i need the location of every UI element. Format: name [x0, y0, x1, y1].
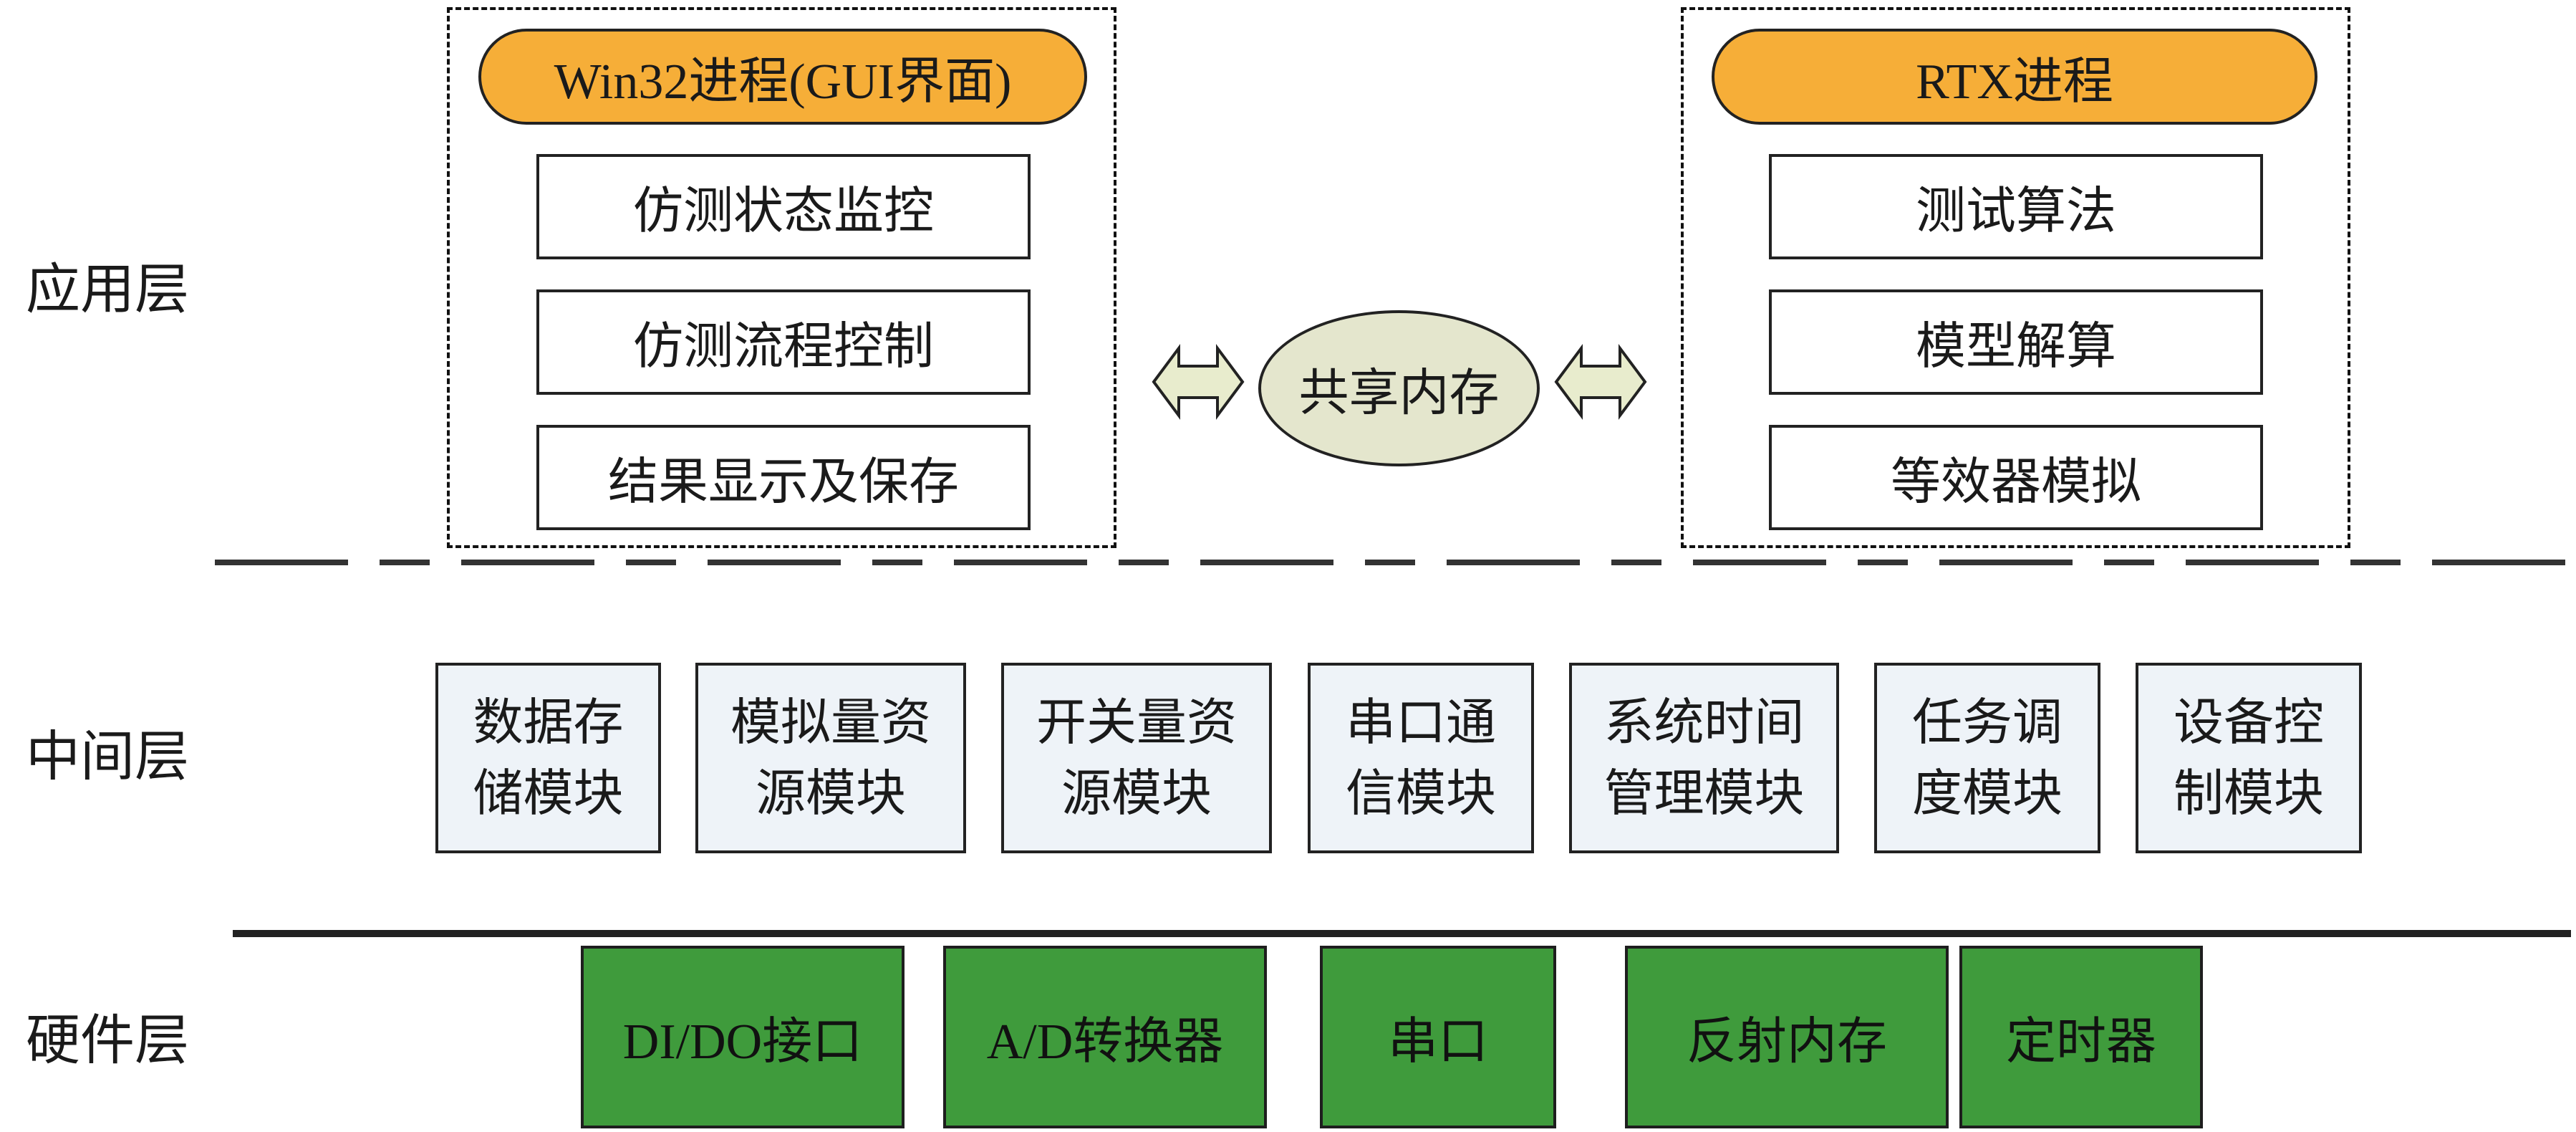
- hardware-ad-converter: A/D转换器: [943, 946, 1267, 1128]
- rtx-process-title: RTX进程: [1712, 29, 2317, 125]
- hardware-serial-port: 串口: [1320, 946, 1556, 1128]
- middle-module-serial-comm: 串口通信模块: [1308, 663, 1534, 853]
- middle-module-task-scheduling: 任务调度模块: [1874, 663, 2100, 853]
- layer-label-middle: 中间层: [26, 724, 189, 788]
- rtx-item-model-solve: 模型解算: [1769, 289, 2263, 395]
- middle-module-device-control: 设备控制模块: [2136, 663, 2362, 853]
- rtx-item-test-algorithm: 测试算法: [1769, 154, 2263, 259]
- win32-item-flow-control: 仿测流程控制: [536, 289, 1031, 395]
- layer-separator-dashed: [215, 560, 2571, 565]
- win32-item-result-display: 结果显示及保存: [536, 425, 1031, 530]
- hardware-dido-interface: DI/DO接口: [581, 946, 905, 1128]
- hardware-reflective-memory: 反射内存: [1625, 946, 1949, 1128]
- rtx-process-group: [1681, 7, 2350, 548]
- middle-module-analog-resource: 模拟量资源模块: [695, 663, 966, 853]
- rtx-item-equivalent-sim: 等效器模拟: [1769, 425, 2263, 530]
- shared-memory-ellipse: 共享内存: [1258, 310, 1540, 466]
- layer-label-hardware: 硬件层: [26, 1008, 189, 1072]
- middle-module-switch-resource: 开关量资源模块: [1001, 663, 1272, 853]
- layer-label-application: 应用层: [26, 257, 189, 321]
- win32-process-group: [447, 7, 1116, 548]
- hardware-timer: 定时器: [1959, 946, 2203, 1128]
- middle-module-data-storage: 数据存储模块: [435, 663, 661, 853]
- win32-process-title: Win32进程(GUI界面): [478, 29, 1087, 125]
- double-arrow-left-icon: [1152, 343, 1245, 421]
- win32-item-status-monitor: 仿测状态监控: [536, 154, 1031, 259]
- layer-separator-solid: [233, 930, 2571, 937]
- double-arrow-right-icon: [1554, 343, 1647, 421]
- middle-module-system-time: 系统时间管理模块: [1569, 663, 1839, 853]
